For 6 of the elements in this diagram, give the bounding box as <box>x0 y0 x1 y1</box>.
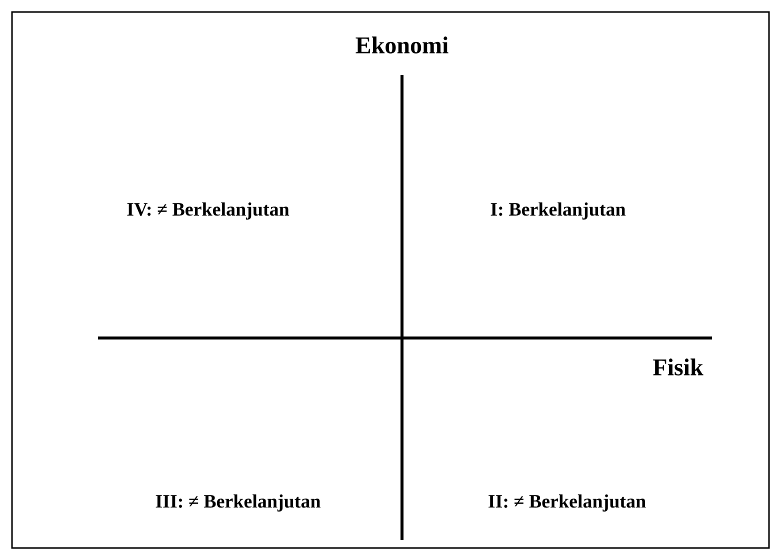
quadrant-label: IV: ≠ Berkelanjutan <box>127 202 290 220</box>
quadrant-label: II: ≠ Berkelanjutan <box>488 494 646 512</box>
quadrant-label: I: Berkelanjutan <box>490 202 626 220</box>
axis-title: Ekonomi <box>356 36 448 54</box>
quadrant-label: III: ≠ Berkelanjutan <box>156 494 320 512</box>
axis-title: Fisik <box>653 358 704 376</box>
